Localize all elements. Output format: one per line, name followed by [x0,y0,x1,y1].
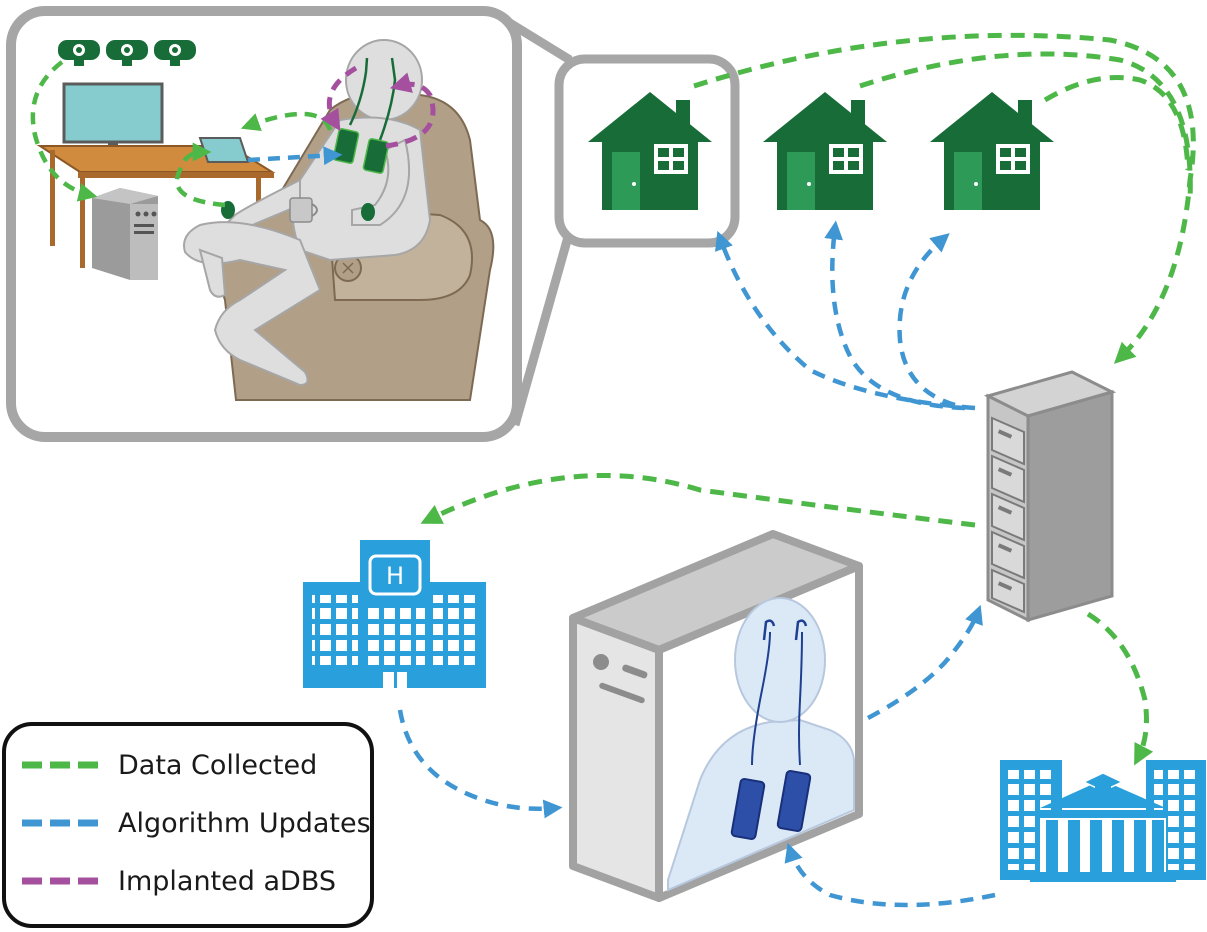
computer-tower-icon [569,530,863,902]
legend-item-data-collected: Data Collected [22,750,317,781]
legend-label: Data Collected [118,750,317,781]
patient-figure-with-implant [667,597,855,892]
implanted-adbs-loop-left [320,65,358,132]
server-to-house2-update [824,220,966,411]
wearable-to-tablet-flow [174,142,226,208]
implanted-adbs-loop-right [385,72,436,149]
house-icon [930,92,1054,210]
server-to-hospital-flow [420,472,976,528]
house2-to-server-flow [859,51,1193,201]
hospital-to-computer-update [397,709,563,819]
house3-to-server-flow [1043,75,1191,171]
hospital-sign: H [386,562,404,590]
monitor-icon [62,82,164,156]
patient-at-home-icon [6,6,575,442]
camera-icon [58,40,196,66]
graduation-cap-icon [1082,772,1124,794]
server-to-house3-update [897,233,956,408]
tablet-to-implant-update [247,146,343,166]
server-to-house1-update [715,230,976,411]
legend-item-implanted-adbs: Implanted aDBS [22,866,336,897]
university-icon [1000,760,1206,882]
university-to-computer-update [784,842,996,908]
legend-item-algorithm-updates: Algorithm Updates [22,808,371,839]
house1-to-server-flow [693,32,1196,364]
computer-to-server-update [866,604,983,720]
hospital-icon: H [303,540,486,688]
camera-to-pc-flow [30,60,98,202]
pc-tower-icon [92,188,158,280]
server-to-university-flow [1086,611,1154,766]
legend-label: Implanted aDBS [118,866,336,897]
server-rack-icon [983,370,1117,623]
house-icon [763,92,887,210]
legend: Data Collected Algorithm Updates Implant… [2,722,374,928]
legend-label: Algorithm Updates [118,808,371,839]
tablet-icon [198,137,250,163]
